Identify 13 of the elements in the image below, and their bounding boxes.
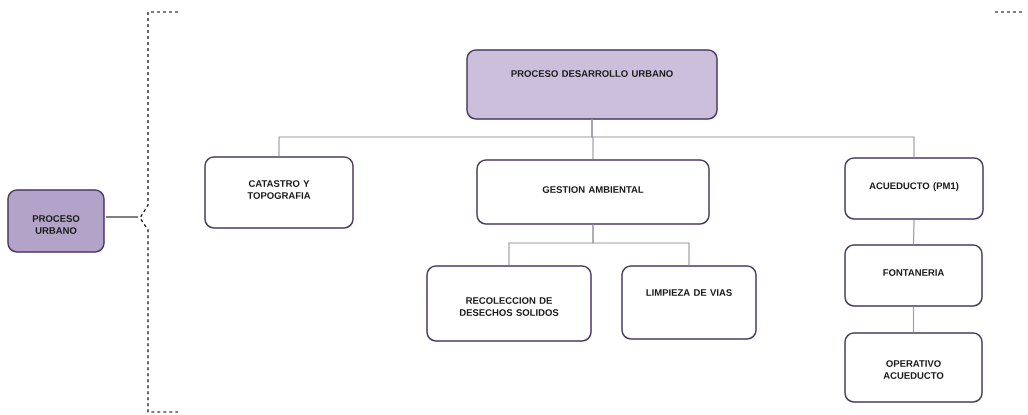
process-box: CATASTRO Y TOPOGRAFIA bbox=[204, 156, 354, 229]
connector-line bbox=[912, 219, 915, 245]
connector-line bbox=[591, 119, 915, 158]
process-box: FONTANERIA bbox=[844, 244, 983, 307]
process-box: PROCESO DESARROLLO URBANO bbox=[466, 49, 718, 120]
process-box: ACUEDUCTO (PM1) bbox=[844, 157, 984, 220]
process-box: OPERATIVO ACUEDUCTO bbox=[844, 332, 983, 403]
process-box: LIMPIEZA DE VIAS bbox=[621, 265, 757, 340]
process-box: RECOLECCION DE DESECHOS SOLIDOS bbox=[426, 265, 592, 342]
connector-line bbox=[592, 224, 690, 266]
connector-line bbox=[912, 306, 915, 333]
process-box: PROCESO URBANO bbox=[7, 189, 105, 253]
process-box: GESTION AMBIENTAL bbox=[476, 159, 710, 225]
